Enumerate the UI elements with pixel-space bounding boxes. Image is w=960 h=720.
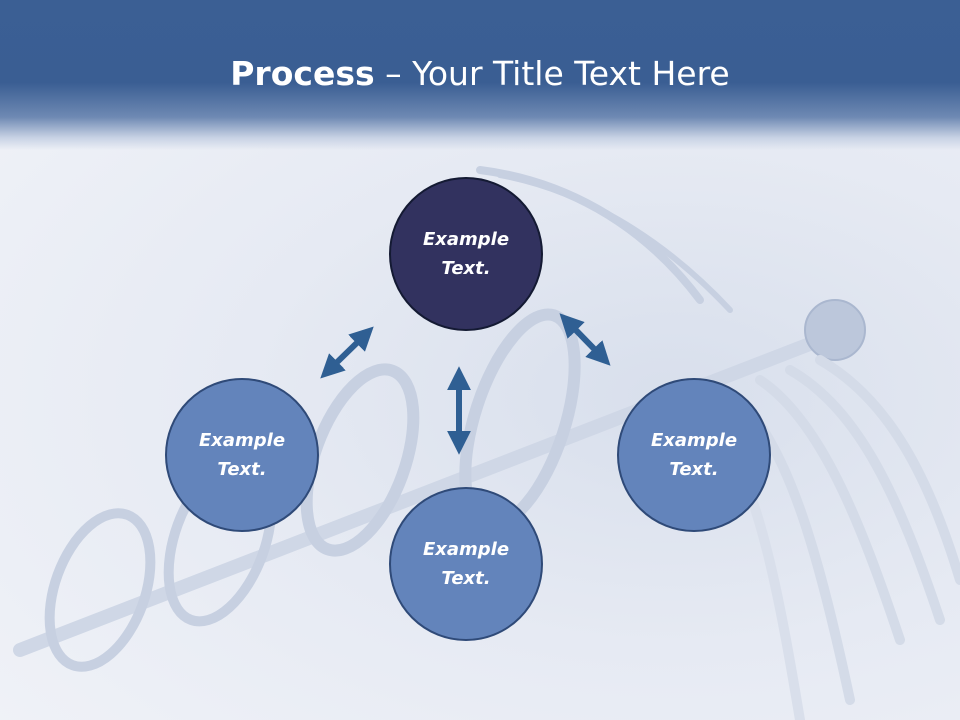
- header-bar: [0, 0, 960, 150]
- process-node-top[interactable]: Example Text.: [389, 177, 543, 331]
- node-top-line2: Text.: [441, 258, 491, 279]
- node-right-line2: Text.: [669, 459, 719, 480]
- process-node-right[interactable]: Example Text.: [617, 378, 771, 532]
- node-bottom-line2: Text.: [441, 568, 491, 589]
- node-right-line1: Example: [650, 430, 738, 451]
- process-node-bottom[interactable]: Example Text.: [389, 487, 543, 641]
- node-left-line1: Example: [198, 430, 286, 451]
- slide-title[interactable]: Process – Your Title Text Here: [0, 52, 960, 96]
- title-rest: – Your Title Text Here: [374, 54, 730, 93]
- process-node-left[interactable]: Example Text.: [165, 378, 319, 532]
- title-bold: Process: [230, 54, 375, 93]
- node-top-line1: Example: [422, 229, 510, 250]
- arrow-top-left: [320, 326, 374, 379]
- arrow-top-right: [559, 313, 611, 366]
- node-bottom-line1: Example: [422, 539, 510, 560]
- node-left-line2: Text.: [217, 459, 267, 480]
